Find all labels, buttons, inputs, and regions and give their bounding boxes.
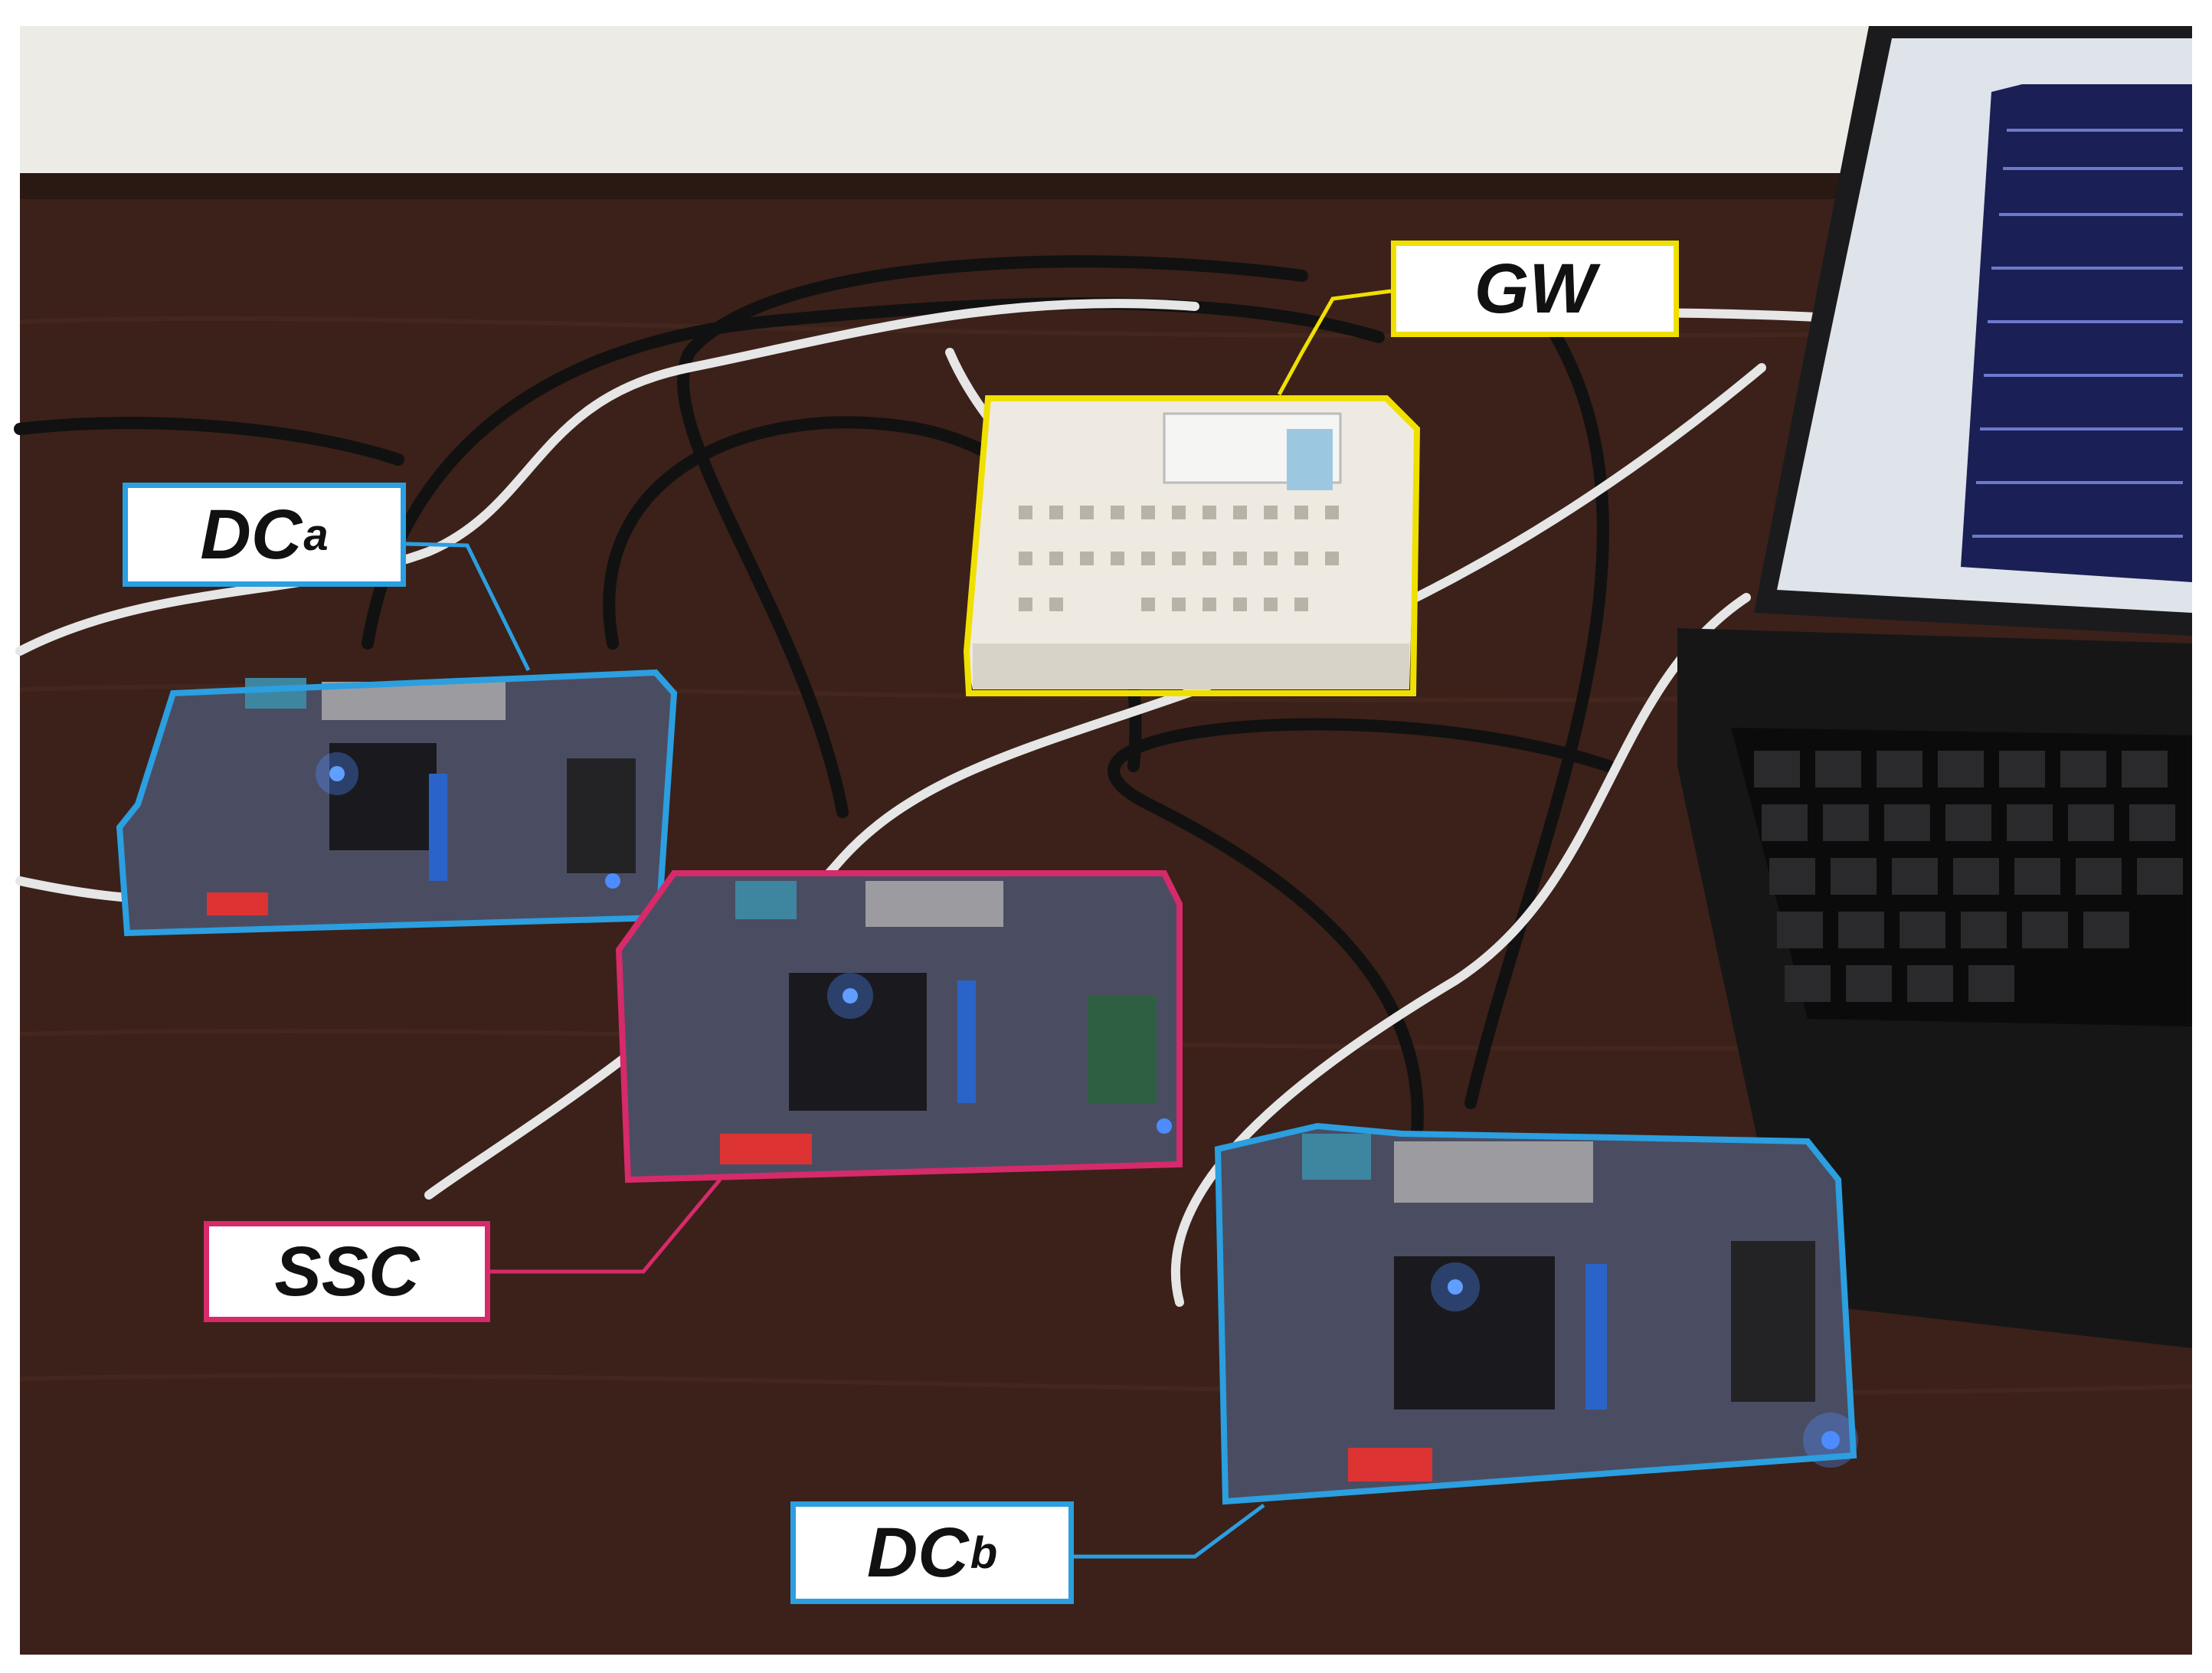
gw-label-text: GW	[1474, 249, 1595, 329]
dcb-label-text: DC	[867, 1513, 969, 1593]
dcb-label-subscript: b	[970, 1527, 997, 1579]
dca-label: DCa	[123, 483, 406, 587]
dca-label-text: DC	[200, 495, 302, 575]
terminal-window	[1961, 84, 2192, 582]
board-ssc	[619, 873, 1180, 1180]
ssc-label-text: SSC	[274, 1232, 419, 1312]
board-dca	[119, 673, 674, 933]
dca-label-subscript: a	[303, 509, 328, 561]
dcb-label: DCb	[790, 1501, 1074, 1604]
ssc-label: SSC	[204, 1221, 490, 1322]
board-dcb	[1218, 1126, 1858, 1501]
gw-label: GW	[1391, 241, 1679, 337]
gateway-router	[965, 398, 1417, 693]
